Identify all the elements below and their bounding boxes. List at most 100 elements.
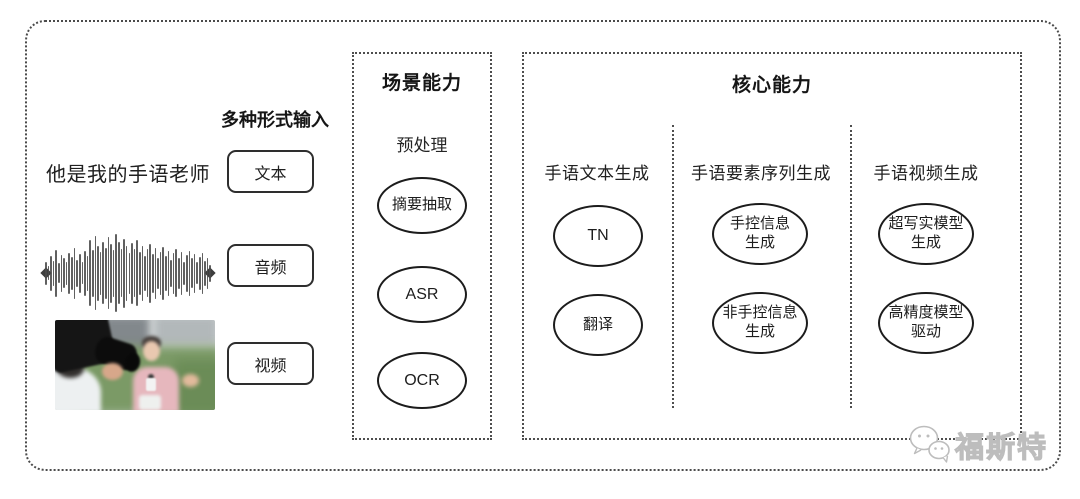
waveform-bar	[128, 252, 131, 294]
waveform-bar	[146, 249, 149, 297]
waveform-bar	[76, 259, 78, 287]
scene-box-title: 场景能力	[381, 73, 462, 94]
node-ocr: OCR	[377, 352, 467, 409]
waveform-bar	[118, 242, 120, 304]
waveform-bar	[172, 252, 175, 294]
scene-capability-box	[352, 52, 492, 440]
photo-notes	[139, 395, 161, 410]
video-input-label: 视频	[254, 357, 287, 375]
input-section-title: 多种形式输入	[221, 110, 329, 130]
waveform-bar	[133, 249, 136, 297]
waveform-bar	[209, 264, 211, 282]
core-box-title: 核心能力	[731, 75, 812, 96]
waveform-bar	[157, 257, 159, 289]
waveform-bar	[206, 257, 209, 289]
waveform-bar	[149, 243, 151, 303]
waveform-bar	[183, 261, 185, 285]
column-divider-2	[850, 125, 852, 408]
waveform-bar	[170, 259, 172, 287]
video-input-box: 视频	[227, 342, 314, 385]
waveform-bar	[84, 250, 86, 296]
sample-text-sentence: 他是我的手语老师	[46, 164, 210, 186]
waveform-bar	[136, 240, 138, 306]
waveform-bar	[154, 247, 157, 299]
waveform-bar	[185, 254, 188, 292]
audio-input-label: 音频	[254, 259, 287, 277]
node-manual-info-generation: 手控信息 生成	[712, 203, 808, 265]
node-tn: TN	[553, 205, 643, 267]
waveform-bar	[204, 260, 206, 286]
text-input-box: 文本	[227, 150, 314, 193]
waveform-bar	[180, 251, 183, 295]
watermark: 福斯特	[908, 424, 1048, 466]
waveform-bar	[65, 261, 68, 285]
waveform-bar	[138, 251, 141, 295]
text-input-label: 文本	[254, 165, 287, 183]
video-thumbnail-image	[55, 320, 215, 410]
waveform-bar	[50, 255, 52, 291]
waveform-bar	[63, 258, 65, 288]
node-non-manual-info-generation: 非手控信息 生成	[712, 292, 808, 354]
waveform-bar	[55, 249, 58, 297]
waveform-bar	[105, 247, 107, 299]
waveform-bar	[198, 256, 201, 290]
node-hyperrealistic-model-generation: 超写实模型 生成	[878, 203, 974, 265]
waveform-bar	[97, 245, 99, 301]
waveform-bar	[45, 261, 47, 285]
waveform-bar	[201, 252, 204, 294]
waveform-bar	[131, 242, 133, 304]
waveform-bar	[159, 251, 162, 295]
outer-dotted-frame	[25, 20, 1061, 471]
photo-reporter-hand	[182, 374, 199, 387]
waveform-bar	[151, 253, 154, 293]
waveform-bar	[52, 260, 55, 286]
photo-building	[155, 320, 215, 344]
waveform-bar	[102, 242, 104, 304]
photo-cameraman-hand	[102, 363, 123, 380]
column-header-sign-video-generation: 手语视频生成	[873, 164, 979, 183]
waveform-bar	[58, 263, 60, 283]
core-capability-box	[522, 52, 1022, 440]
waveform-bar	[123, 238, 125, 308]
waveform-bar	[141, 245, 144, 301]
node-translation: 翻译	[553, 294, 643, 356]
waveform-bar	[191, 258, 193, 288]
node-summary-extraction: 摘要抽取	[377, 177, 467, 234]
preprocessing-label: 预处理	[396, 136, 448, 155]
photo-microphone	[146, 378, 156, 391]
waveform-bar	[193, 253, 196, 293]
waveform-bar	[162, 246, 165, 300]
waveform-bar	[120, 249, 123, 297]
waveform-bar	[178, 257, 180, 289]
audio-waveform	[40, 231, 216, 315]
node-high-precision-model-driving: 高精度模型 驱动	[878, 292, 974, 354]
waveform-bar	[86, 255, 89, 291]
column-header-sign-element-sequence-generation: 手语要素序列生成	[691, 164, 831, 183]
waveform-bar	[91, 249, 94, 297]
waveform-bar	[125, 245, 128, 301]
column-divider-1	[672, 125, 674, 408]
waveform-bar	[110, 243, 112, 303]
waveform-bar	[94, 236, 97, 310]
waveform-bar	[68, 252, 71, 294]
waveform-bar	[175, 249, 178, 297]
wechat-icon	[908, 424, 952, 466]
photo-microphone-top	[148, 374, 154, 380]
column-header-sign-text-generation: 手语文本生成	[544, 164, 650, 183]
waveform-bar	[144, 255, 146, 291]
waveform-bar	[89, 240, 91, 306]
waveform-bar	[60, 254, 63, 292]
audio-input-box: 音频	[227, 244, 314, 287]
waveform-bar	[112, 249, 115, 297]
waveform-bar	[188, 250, 191, 296]
waveform-bar	[81, 262, 84, 284]
watermark-text: 福斯特	[954, 431, 1049, 464]
waveform-bar	[115, 234, 118, 312]
waveform-bar	[196, 262, 198, 284]
waveform-bar	[107, 237, 110, 309]
waveform-bar	[78, 253, 81, 293]
waveform-bar	[165, 255, 167, 291]
waveform-bar	[47, 266, 50, 280]
waveform-bar	[167, 250, 170, 296]
